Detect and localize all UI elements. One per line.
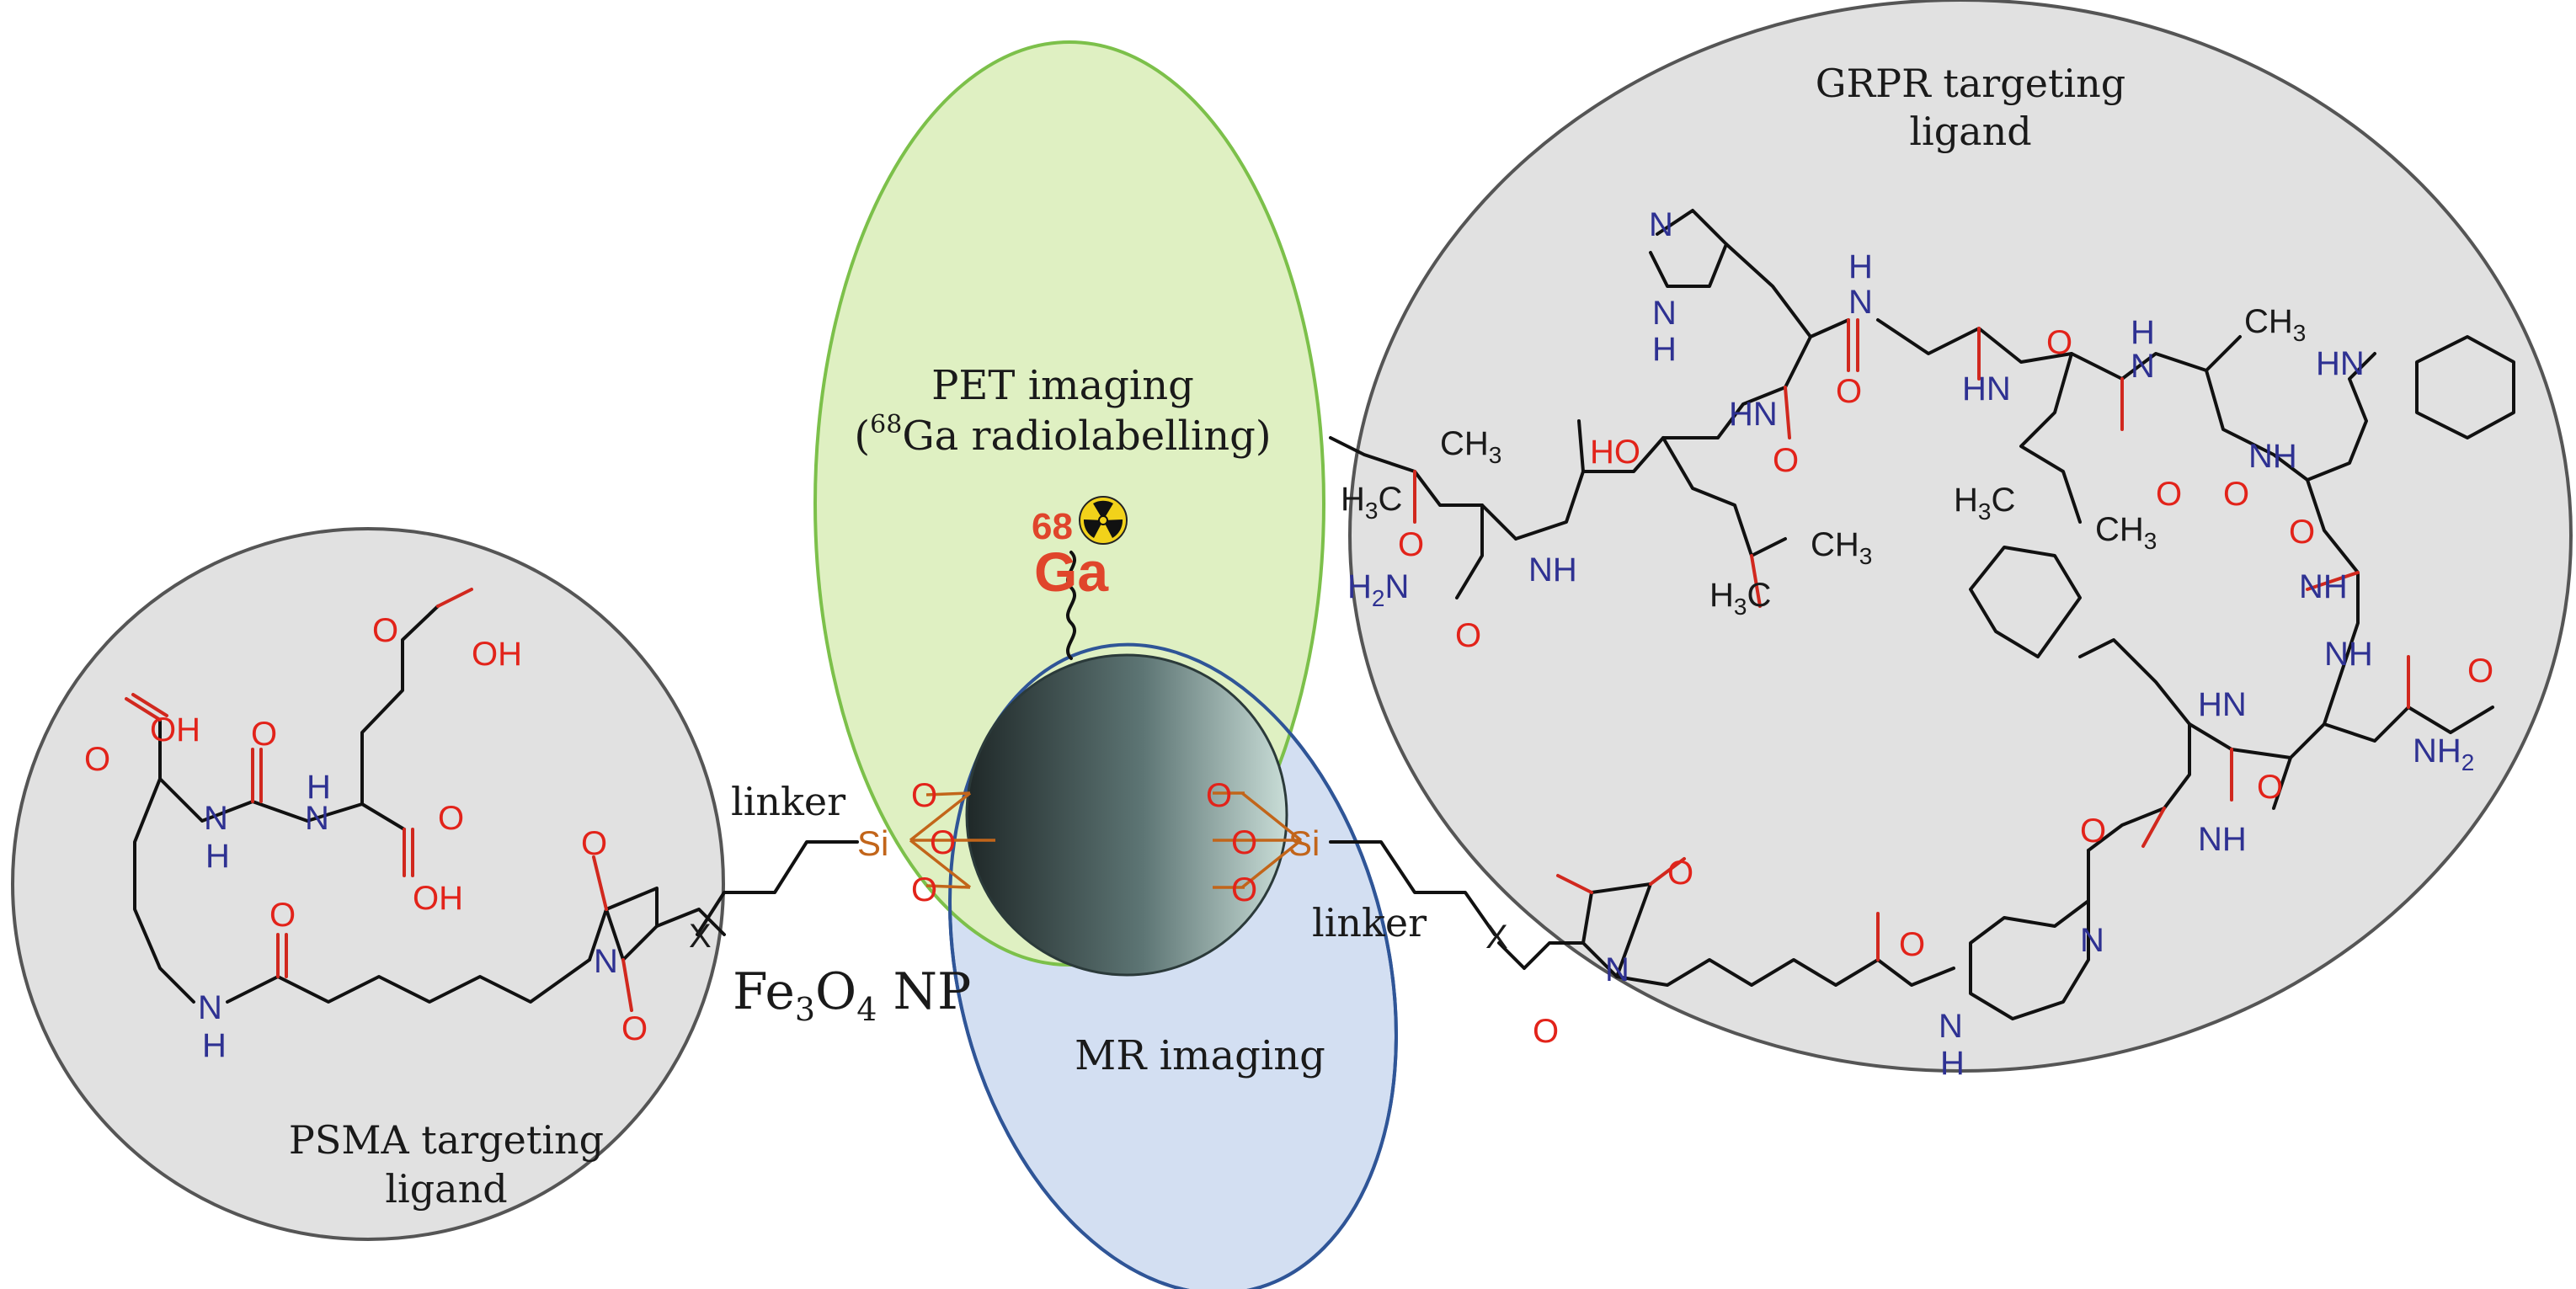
- svg-text:H: H: [1940, 1045, 1965, 1082]
- silane-right: O O O Si: [1206, 777, 1320, 908]
- svg-text:CH3: CH3: [2244, 303, 2306, 346]
- ga-mass-number: 68: [1032, 506, 1073, 547]
- svg-text:O: O: [2046, 324, 2072, 361]
- svg-text:N: N: [198, 989, 222, 1026]
- svg-text:O: O: [1231, 871, 1257, 908]
- svg-text:NH: NH: [2248, 438, 2297, 475]
- svg-text:OH: OH: [150, 711, 200, 748]
- linker-right-label: linker: [1312, 900, 1427, 945]
- svg-text:N: N: [305, 800, 329, 837]
- left-linker-chain: [696, 840, 859, 936]
- svg-text:H: H: [1848, 248, 1873, 285]
- fe3o4-nanoparticle: [965, 653, 1288, 977]
- svg-text:HN: HN: [1729, 396, 1778, 433]
- svg-text:O: O: [1533, 1013, 1559, 1050]
- si-left-label: Si: [857, 823, 888, 863]
- svg-text:O: O: [2223, 476, 2249, 513]
- svg-text:O: O: [269, 897, 296, 934]
- psma-ligand-ellipse: [11, 527, 725, 1241]
- svg-text:O: O: [84, 741, 110, 778]
- svg-text:H: H: [1652, 331, 1677, 368]
- svg-text:H: H: [2131, 314, 2155, 351]
- svg-text:O: O: [2257, 769, 2283, 806]
- svg-text:H: H: [205, 838, 230, 875]
- svg-text:O: O: [438, 800, 464, 837]
- svg-text:NH2: NH2: [2413, 732, 2474, 775]
- mr-title: MR imaging: [1075, 1032, 1325, 1079]
- svg-text:N: N: [2131, 348, 2155, 385]
- svg-text:H3C: H3C: [1341, 481, 1402, 524]
- svg-text:O: O: [1231, 824, 1257, 861]
- svg-text:O: O: [251, 716, 277, 753]
- svg-text:N: N: [2080, 922, 2104, 959]
- svg-text:O: O: [1455, 617, 1481, 654]
- svg-text:NH: NH: [2299, 568, 2348, 605]
- svg-text:O: O: [621, 1010, 648, 1047]
- si-right-label: Si: [1288, 823, 1320, 863]
- svg-text:OH: OH: [413, 880, 463, 917]
- ga-symbol: Ga: [1034, 541, 1109, 603]
- svg-text:N: N: [1605, 951, 1629, 988]
- svg-text:N: N: [594, 943, 618, 980]
- svg-text:H3C: H3C: [1709, 577, 1771, 620]
- psma-structure: OH O OH O O N H N H O OH O N H O N O X: [84, 588, 726, 1064]
- svg-text:O: O: [1836, 373, 1862, 410]
- svg-text:NH: NH: [1528, 551, 1577, 589]
- svg-text:N: N: [204, 800, 228, 837]
- svg-text:N: N: [1652, 295, 1677, 332]
- svg-text:O: O: [911, 777, 937, 814]
- ga-wavy-linker: [1065, 551, 1077, 660]
- grpr-title-line1: GRPR targeting: [1816, 61, 2125, 106]
- right-linker-chain: [1329, 840, 1496, 936]
- svg-text:CH3: CH3: [1811, 526, 1872, 569]
- svg-text:N: N: [1848, 284, 1873, 321]
- svg-text:O: O: [1773, 442, 1799, 479]
- svg-text:HN: HN: [2198, 686, 2247, 723]
- svg-text:HO: HO: [1590, 434, 1640, 471]
- svg-text:HN: HN: [2316, 345, 2365, 382]
- svg-text:O: O: [2156, 476, 2182, 513]
- psma-title-line1: PSMA targeting: [289, 1117, 604, 1163]
- svg-text:O: O: [1667, 855, 1693, 892]
- grpr-title-line2: ligand: [1909, 109, 2031, 154]
- svg-text:O: O: [1206, 777, 1232, 814]
- radioactive-trefoil-icon: [1079, 496, 1128, 545]
- svg-text:O: O: [2080, 812, 2106, 850]
- mr-imaging-outline: [948, 642, 1398, 1289]
- svg-text:X: X: [1485, 919, 1508, 956]
- svg-text:N: N: [1939, 1008, 1963, 1045]
- svg-text:NH: NH: [2324, 636, 2373, 673]
- svg-text:O: O: [2467, 652, 2493, 690]
- pet-title-line2: (68Ga radiolabelling): [854, 410, 1271, 460]
- grpr-ligand-ellipse: [1348, 0, 2573, 1073]
- grpr-structure: N N H N H O HN O N H CH3 HN HN O CH3 H3C…: [1329, 206, 2515, 1082]
- svg-text:H: H: [307, 769, 331, 806]
- svg-text:N: N: [1649, 206, 1673, 243]
- svg-text:H: H: [202, 1027, 227, 1064]
- svg-text:O: O: [911, 871, 937, 908]
- svg-text:O: O: [2289, 514, 2315, 551]
- svg-text:O: O: [1398, 526, 1424, 563]
- svg-text:CH3: CH3: [1440, 425, 1501, 468]
- np-label: Fe3O4 NP: [733, 962, 971, 1028]
- svg-text:HN: HN: [1962, 370, 2011, 407]
- svg-text:CH3: CH3: [2095, 511, 2157, 554]
- svg-text:O: O: [930, 824, 956, 861]
- svg-text:H2N: H2N: [1347, 568, 1409, 611]
- linker-left-label: linker: [731, 779, 845, 824]
- svg-text:X: X: [689, 918, 712, 955]
- svg-text:O: O: [581, 825, 607, 862]
- svg-text:O: O: [1899, 926, 1925, 963]
- psma-title-line2: ligand: [385, 1166, 507, 1212]
- pet-title-line1: PET imaging: [931, 362, 1194, 409]
- svg-text:NH: NH: [2198, 821, 2247, 858]
- svg-text:H3C: H3C: [1954, 482, 2015, 525]
- svg-text:OH: OH: [472, 636, 522, 673]
- silane-left: O O O Si: [857, 777, 995, 908]
- svg-text:O: O: [372, 612, 398, 649]
